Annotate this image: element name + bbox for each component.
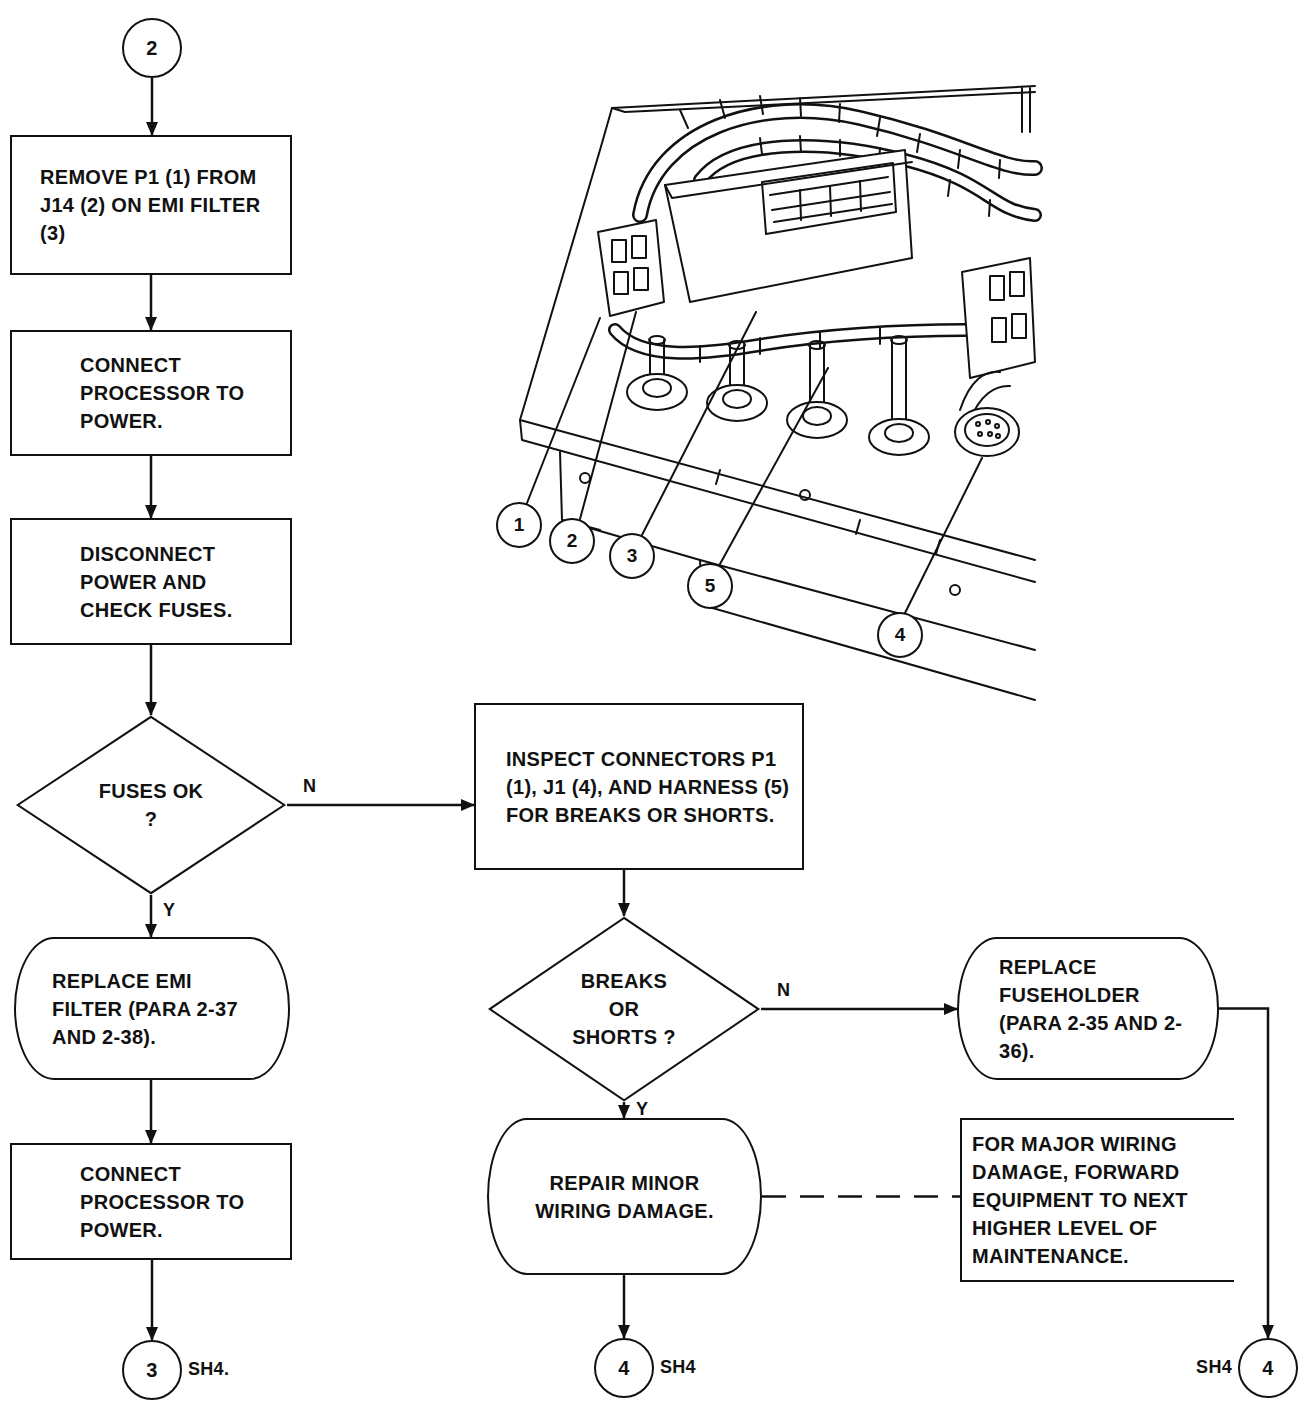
sheet-reference: SH4.: [188, 1357, 229, 1382]
flow-arrow: [150, 275, 153, 330]
connector-number: 2: [146, 34, 157, 62]
step-text: REPAIR MINOR WIRING DAMAGE.: [525, 1169, 724, 1225]
flow-arrow: [150, 456, 153, 518]
step-text: FOR MAJOR WIRING DAMAGE, FORWARD EQUIPME…: [972, 1130, 1228, 1270]
flow-arrow: [150, 645, 153, 715]
process-box: DISCONNECT POWER AND CHECK FUSES.: [10, 518, 292, 645]
flow-arrow: [623, 1275, 626, 1338]
callout-number: 1: [504, 514, 534, 536]
step-text: REPLACE EMI FILTER (PARA 2-37 AND 2-38).: [52, 967, 268, 1051]
flow-arrow: [761, 1008, 957, 1011]
connector-number: 3: [146, 1356, 157, 1384]
step-text: CONNECT PROCESSOR TO POWER.: [80, 351, 278, 435]
step-text: CONNECT PROCESSOR TO POWER.: [80, 1160, 278, 1244]
process-box: CONNECT PROCESSOR TO POWER.: [10, 330, 292, 456]
diamond-outline: [15, 715, 287, 895]
diamond-shape: [490, 918, 759, 1100]
process-box: CONNECT PROCESSOR TO POWER.: [10, 1143, 292, 1260]
start-connector: 2: [122, 18, 182, 78]
flow-arrow: [150, 895, 153, 937]
callout-number: 3: [617, 545, 647, 567]
connector-number: 4: [1262, 1354, 1273, 1382]
action-box: REPLACE FUSEHOLDER (PARA 2-35 AND 2-36).: [957, 937, 1219, 1080]
flow-arrow: [623, 870, 626, 916]
step-text: DISCONNECT POWER AND CHECK FUSES.: [80, 540, 278, 624]
branch-label: Y: [634, 1100, 650, 1118]
step-text: FUSES OK ?: [95, 777, 207, 833]
off-page-connector: 3SH4.: [122, 1340, 182, 1400]
process-box: REMOVE P1 (1) FROM J14 (2) ON EMI FILTER…: [10, 135, 292, 275]
decision-diamond: FUSES OK ?: [15, 715, 287, 895]
callout-number: 2: [557, 530, 587, 552]
branch-label: N: [775, 981, 792, 999]
diamond-shape: [18, 717, 285, 893]
step-text: INSPECT CONNECTORS P1 (1), J1 (4), AND H…: [506, 745, 792, 829]
step-text: REMOVE P1 (1) FROM J14 (2) ON EMI FILTER…: [40, 163, 278, 247]
flow-arrow: [150, 1080, 153, 1143]
flow-arrow: [151, 78, 154, 135]
action-box: REPLACE EMI FILTER (PARA 2-37 AND 2-38).: [14, 937, 290, 1080]
flow-arrow: [623, 1102, 626, 1118]
process-box: INSPECT CONNECTORS P1 (1), J1 (4), AND H…: [474, 703, 804, 870]
step-text: BREAKS OR SHORTS ?: [568, 967, 680, 1051]
flow-arrow: [151, 1260, 154, 1340]
callout-number: 4: [885, 624, 915, 646]
flow-arrow: [287, 804, 474, 807]
sheet-reference: SH4: [660, 1355, 696, 1380]
decision-diamond: BREAKS OR SHORTS ?: [487, 916, 761, 1102]
callout-number: 5: [695, 575, 725, 597]
sheet-reference: SH4: [1196, 1355, 1232, 1380]
note-box: FOR MAJOR WIRING DAMAGE, FORWARD EQUIPME…: [960, 1118, 1234, 1282]
dashed-leader: [762, 1195, 960, 1198]
off-page-connector: 4SH4: [1238, 1338, 1298, 1398]
connector-number: 4: [618, 1354, 629, 1382]
branch-label: N: [301, 777, 318, 795]
step-text: REPLACE FUSEHOLDER (PARA 2-35 AND 2-36).: [999, 953, 1197, 1065]
branch-label: Y: [161, 901, 177, 919]
action-box: REPAIR MINOR WIRING DAMAGE.: [487, 1118, 762, 1275]
off-page-connector: 4SH4: [594, 1338, 654, 1398]
